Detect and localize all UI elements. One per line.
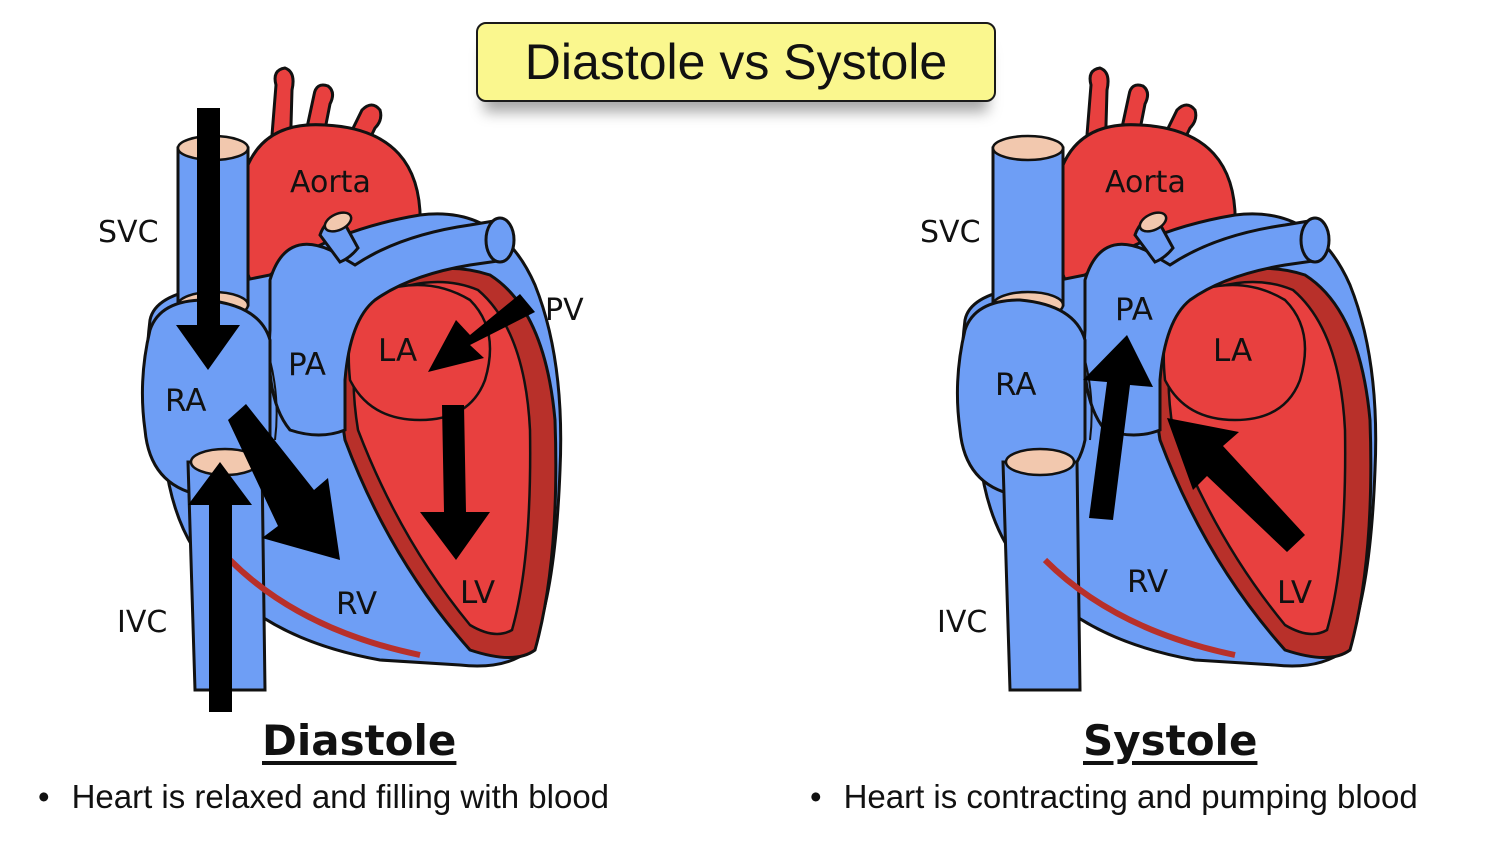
arrow-ra-to-rv <box>228 404 340 560</box>
diastole-label-pv: PV <box>545 293 584 328</box>
diastole-bullet: • <box>38 778 50 815</box>
systole-label-svc: SVC <box>920 215 981 250</box>
title-box: Diastole vs Systole <box>476 22 996 102</box>
diastole-heading: Diastole <box>262 716 457 765</box>
diastole-label-rv: RV <box>336 586 377 622</box>
systole-label-aorta: Aorta <box>1105 165 1186 200</box>
arrow-svc-down <box>176 108 240 370</box>
diastole-label-svc: SVC <box>98 215 159 250</box>
arrow-pv-to-la <box>428 294 535 372</box>
systole-description: • Heart is contracting and pumping blood <box>810 778 1418 816</box>
diastole-heart: Aorta SVC PV PA LA RA RV LV IVC <box>98 68 584 712</box>
systole-heart: Aorta SVC PA LA RA RV LV IVC <box>920 68 1376 690</box>
systole-label-pa: PA <box>1115 292 1153 328</box>
diastole-label-aorta: Aorta <box>290 165 371 200</box>
systole-label-ivc: IVC <box>937 605 987 640</box>
systole-flow-arrows <box>1083 335 1305 552</box>
diastole-flow-arrows <box>176 108 535 712</box>
systole-label-ra: RA <box>995 367 1037 403</box>
arrow-rv-to-pa <box>1083 335 1153 520</box>
systole-heading: Systole <box>1083 716 1258 765</box>
arrow-ivc-up <box>188 462 252 712</box>
systole-label-lv: LV <box>1277 575 1312 611</box>
diastole-label-ivc: IVC <box>117 605 167 640</box>
arrow-lv-to-aorta <box>1167 418 1305 552</box>
diastole-description-text: Heart is relaxed and filling with blood <box>71 778 610 815</box>
systole-bullet: • <box>810 778 822 815</box>
diastole-description: • Heart is relaxed and filling with blood <box>38 778 609 816</box>
diastole-label-lv: LV <box>460 575 495 611</box>
page-title: Diastole vs Systole <box>524 34 948 90</box>
diastole-label-pa: PA <box>288 347 326 383</box>
diastole-label-ra: RA <box>165 383 207 419</box>
systole-label-la: LA <box>1213 333 1252 369</box>
arrow-la-to-lv <box>420 405 490 560</box>
systole-label-rv: RV <box>1127 564 1168 600</box>
systole-description-text: Heart is contracting and pumping blood <box>843 778 1418 815</box>
diastole-label-la: LA <box>378 333 417 369</box>
